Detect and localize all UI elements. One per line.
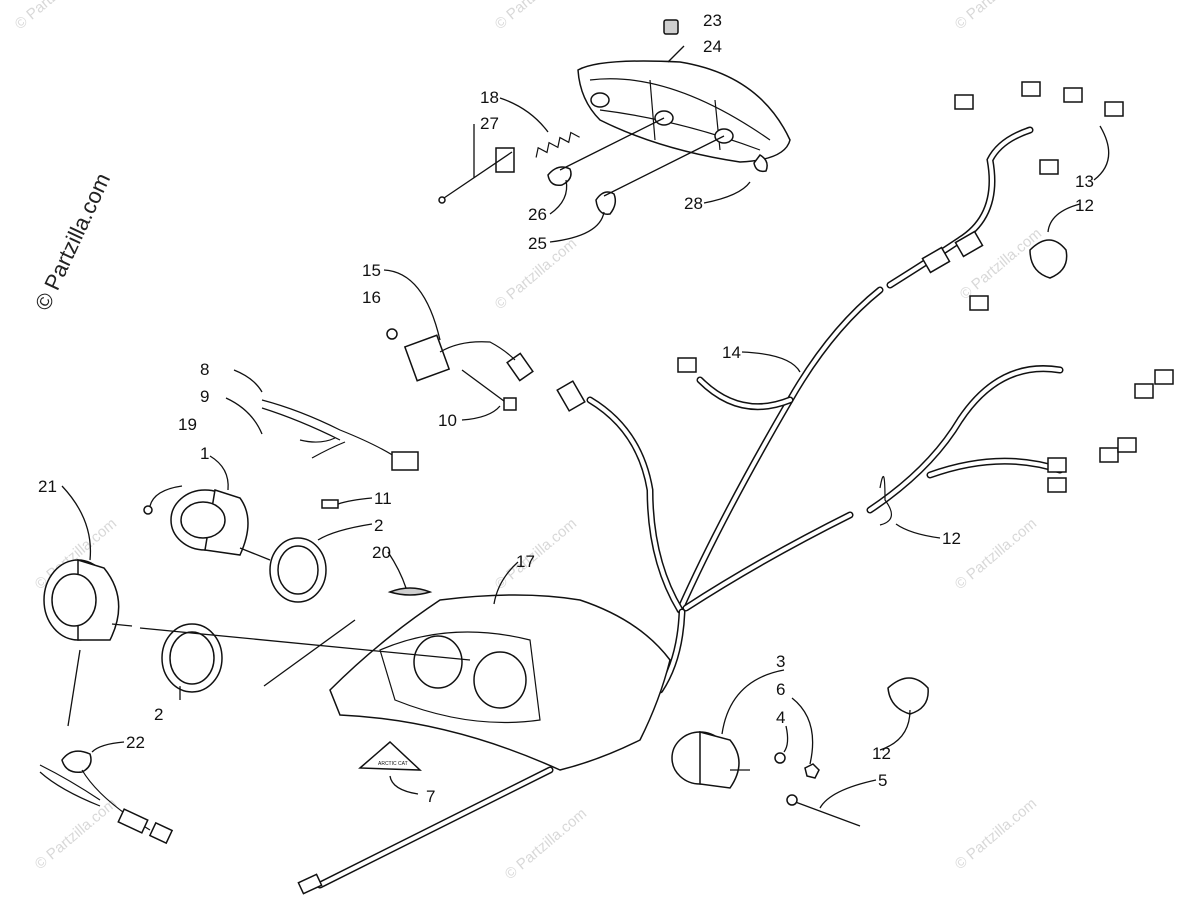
gauge-harness-connector (391, 451, 419, 471)
watermark: © Partzilla.com (492, 515, 580, 593)
callout-7: 7 (426, 787, 435, 806)
watermark: © Partzilla.com (502, 805, 590, 883)
callout-11: 11 (374, 489, 392, 508)
callout-21: 21 (38, 477, 57, 496)
bulb-part (547, 166, 572, 187)
callout-26: 26 (528, 205, 547, 224)
callout-1: 1 (200, 444, 209, 463)
callout-3: 3 (776, 652, 785, 671)
watermark: © Partzilla.com (12, 0, 100, 33)
dash-panel-part: ARCTIC CAT (329, 594, 671, 771)
speedometer-part (43, 558, 133, 641)
wire-clamp-part (887, 677, 929, 715)
callout-28: 28 (684, 194, 703, 213)
wire-clamp-part (1029, 239, 1068, 279)
callout-14: 14 (722, 343, 741, 362)
watermark: © Partzilla.com (952, 515, 1040, 593)
callout-9: 9 (200, 387, 209, 406)
callout-12-lower: 12 (872, 744, 891, 763)
callout-19: 19 (178, 415, 197, 434)
bracket-part (495, 147, 515, 173)
callout-18: 18 (480, 88, 499, 107)
decal-text: ARCTIC CAT (378, 761, 408, 767)
regulator-part (403, 334, 451, 382)
washer-part (774, 752, 786, 764)
watermark: © Partzilla.com (952, 795, 1040, 873)
callout-23: 23 (703, 11, 722, 30)
callout-12: 12 (1075, 196, 1094, 215)
pilot-lamp-harness (39, 750, 174, 845)
copyright-text: © Partzilla.com (30, 169, 115, 314)
callout-22: 22 (126, 733, 145, 752)
callout-2-lower: 2 (154, 705, 163, 724)
watermark: © Partzilla.com (492, 0, 580, 33)
callout-6: 6 (776, 680, 785, 699)
adjust-bolt-part (443, 151, 513, 199)
callout-27: 27 (480, 114, 499, 133)
socket-part (595, 191, 617, 215)
nut-part (804, 763, 820, 779)
decal-part (358, 740, 422, 771)
temp-gauge-part (671, 731, 750, 789)
sensor-part (789, 799, 861, 827)
callout-12-mid: 12 (942, 529, 961, 548)
nut-part (386, 328, 398, 340)
callout-20: 20 (372, 543, 391, 562)
bolt-part (461, 369, 509, 405)
bulb-part (321, 499, 339, 509)
callout-25: 25 (528, 234, 547, 253)
watermark: © Partzilla.com (952, 0, 1040, 33)
clip-part (663, 19, 679, 35)
callout-10: 10 (438, 411, 457, 430)
callout-5: 5 (878, 771, 887, 790)
callout-24: 24 (703, 37, 722, 56)
spring-part (535, 131, 580, 158)
callout-8: 8 (200, 360, 209, 379)
callout-17: 17 (516, 552, 535, 571)
headlight-assembly (577, 19, 791, 173)
screw-part (143, 505, 153, 515)
watermark: © Partzilla.com (32, 795, 120, 873)
callout-4: 4 (776, 708, 785, 727)
callout-15: 15 (362, 261, 381, 280)
callout-labels: 23 24 18 27 26 25 28 13 12 14 15 16 10 8… (38, 11, 1094, 806)
callout-2-upper: 2 (374, 516, 383, 535)
callout-16: 16 (362, 288, 381, 307)
bulb-clip-part (753, 154, 768, 173)
main-wiring-harness (297, 81, 1174, 895)
leader-lines (61, 45, 1110, 809)
callout-13: 13 (1075, 172, 1094, 191)
tachometer-part (170, 489, 271, 561)
indicator-part (387, 587, 433, 596)
